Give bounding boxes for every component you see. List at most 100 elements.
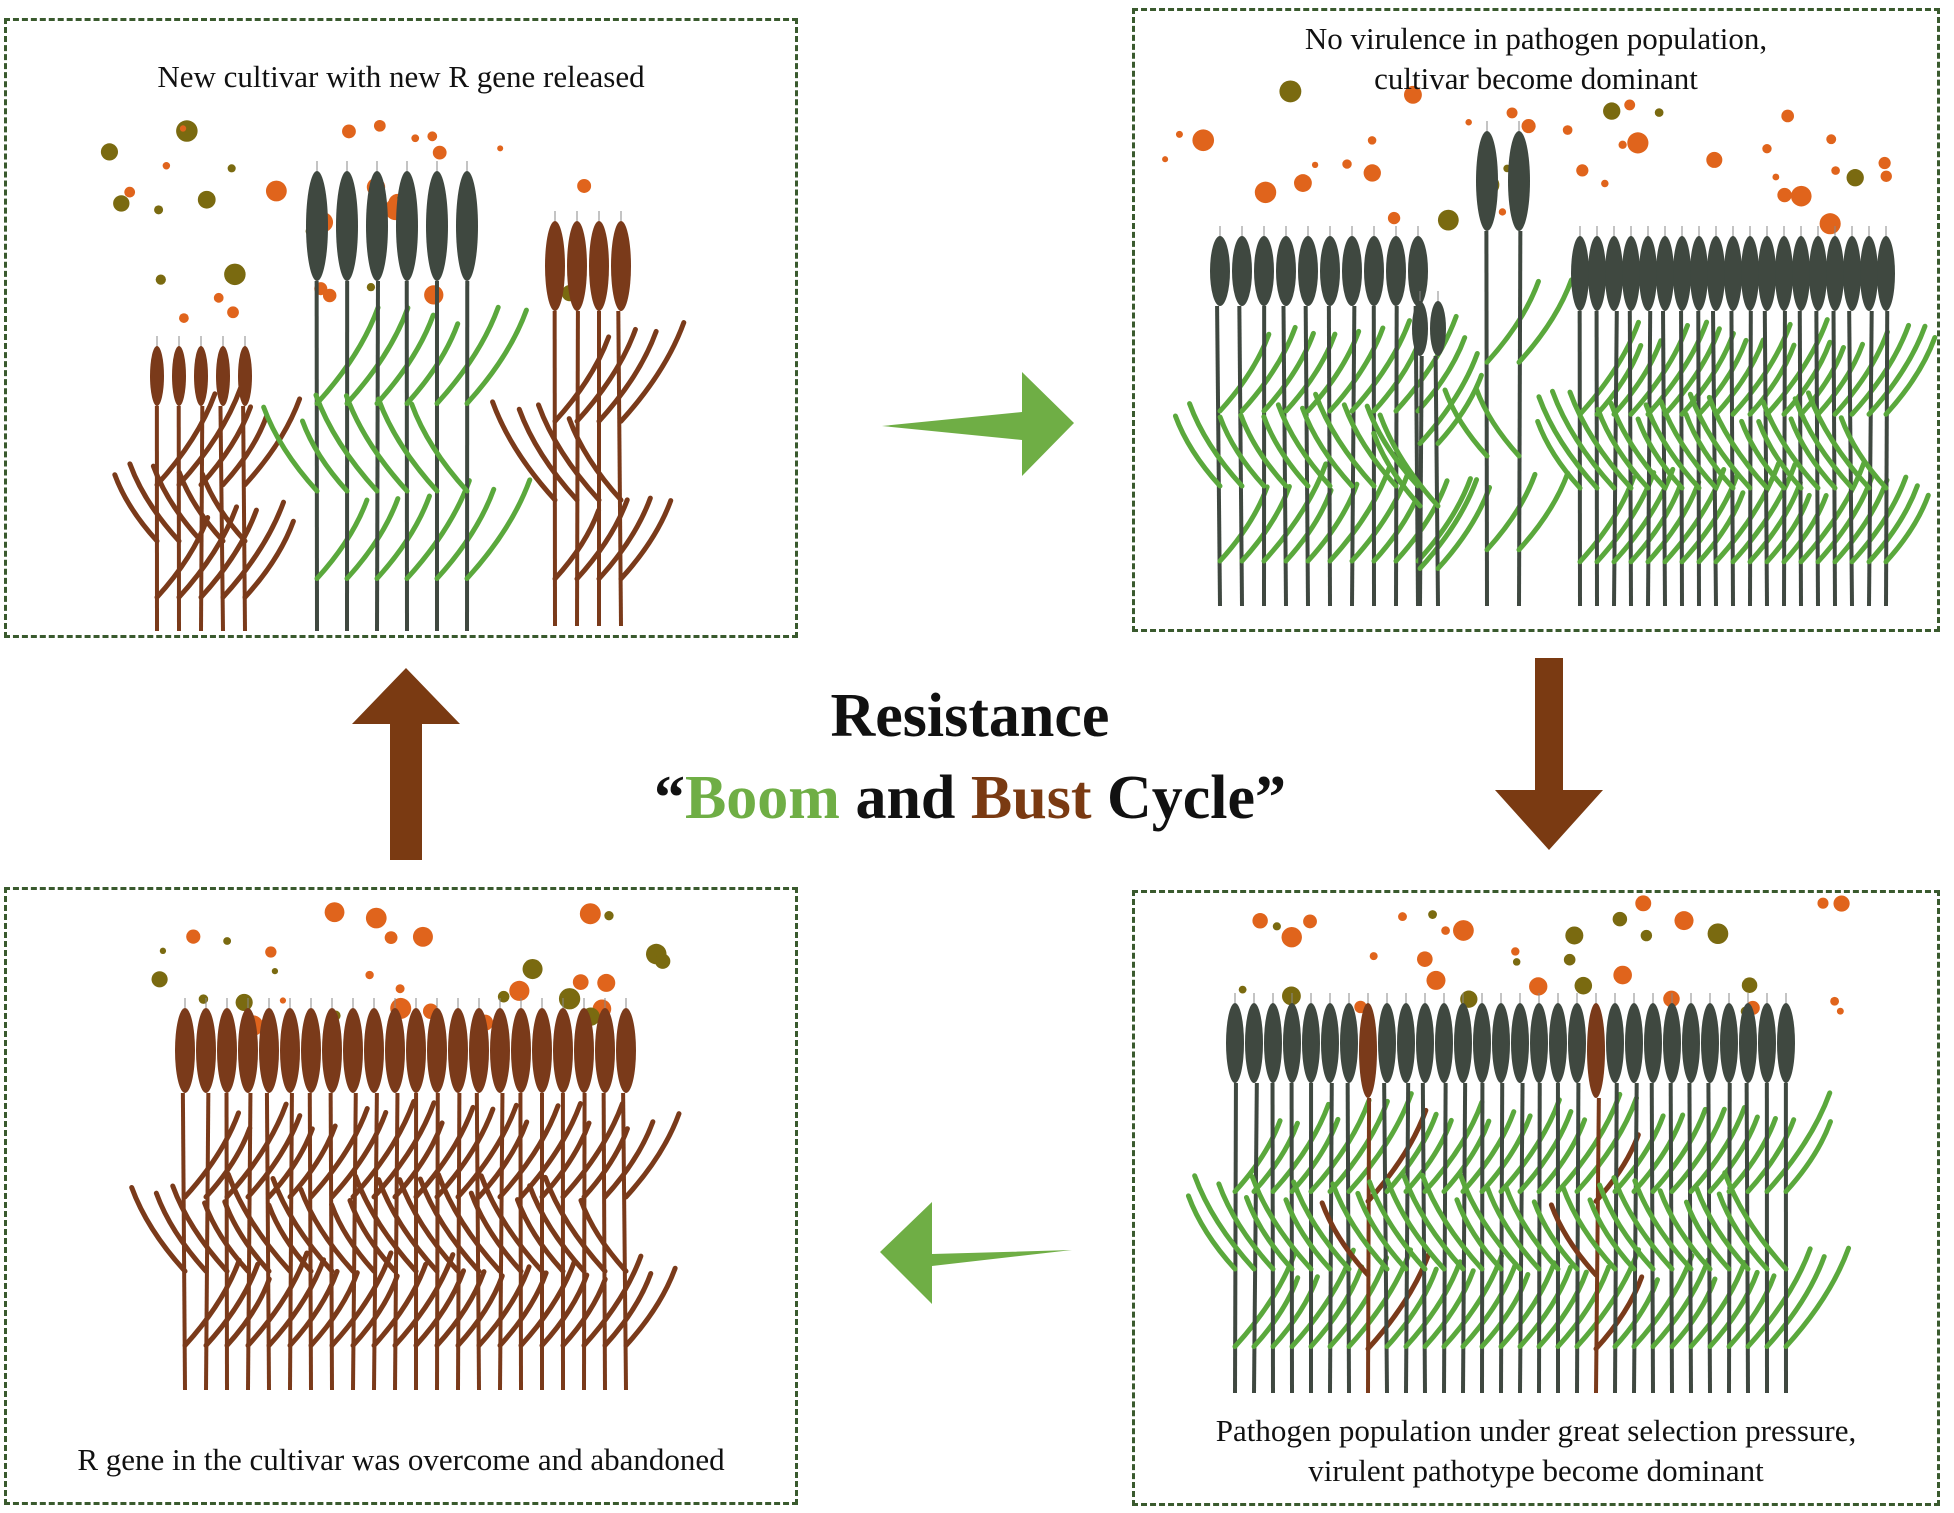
- wheat-stem: [1696, 310, 1701, 607]
- wheat-leaf: [1341, 402, 1399, 489]
- wheat-leaf: [1454, 1197, 1504, 1272]
- wheat-ear: [336, 171, 358, 281]
- wheat-leaf: [497, 1103, 561, 1200]
- pathogen-spore: [1878, 156, 1891, 170]
- pathogen-spore: [497, 145, 504, 152]
- pathogen-spore: [179, 313, 189, 323]
- wheat-stem: [1537, 1082, 1542, 1394]
- wheat-stem: [1612, 310, 1619, 607]
- pathogen-spore: [1498, 208, 1507, 216]
- wheat-leaf: [518, 1259, 577, 1348]
- wheat-stem: [1847, 310, 1854, 607]
- pathogen-spore: [265, 946, 277, 958]
- wheat-stem: [1413, 305, 1420, 607]
- wheat-stem: [1744, 1082, 1750, 1394]
- wheat-ear: [427, 1008, 447, 1093]
- wheat-leaf: [1422, 1099, 1485, 1194]
- wheat-leaf: [1503, 1184, 1561, 1272]
- pathogen-spore: [1613, 965, 1632, 985]
- wheat-leaf: [578, 1197, 629, 1274]
- wheat-leaf: [1608, 400, 1668, 491]
- wheat-ear: [448, 1008, 468, 1093]
- pathogen-spore: [1404, 85, 1422, 104]
- pathogen-spore: [1565, 926, 1584, 945]
- wheat-stem: [1420, 1082, 1427, 1394]
- pathogen-spore: [162, 162, 171, 170]
- wheat-leaf: [1747, 480, 1803, 565]
- wheat-ear: [172, 346, 186, 406]
- pathogen-spore: [1640, 929, 1653, 942]
- wheat-illustration-resistant: [1162, 80, 1938, 607]
- wheat-stem: [241, 405, 247, 632]
- wheat-ear: [567, 221, 587, 311]
- wheat-leaf: [1713, 337, 1766, 417]
- wheat-leaf: [154, 515, 211, 600]
- wheat-leaf: [478, 1173, 545, 1274]
- pathogen-spore: [1624, 99, 1636, 111]
- pathogen-spore: [1563, 953, 1576, 966]
- wheat-ear: [532, 1008, 552, 1093]
- pathogen-spore: [324, 902, 345, 923]
- wheat-stem: [616, 310, 623, 627]
- wheat-leaf: [203, 1125, 253, 1200]
- pathogen-spore: [1441, 926, 1450, 935]
- wheat-leaf: [376, 1177, 440, 1274]
- wheat-leaf: [1707, 1269, 1760, 1349]
- wheat-ear: [1707, 236, 1725, 311]
- wheat-leaf: [176, 504, 240, 600]
- wheat-ear: [150, 346, 164, 406]
- wheat-leaf: [560, 1101, 625, 1200]
- wheat-leaf: [1658, 398, 1719, 491]
- wheat-stem: [288, 1092, 294, 1391]
- wheat-leaf: [112, 472, 160, 544]
- wheat-ear: [1210, 236, 1230, 306]
- wheat-leaf: [1726, 1115, 1778, 1194]
- open-quote: “: [653, 764, 685, 832]
- wheat-leaf: [299, 418, 350, 494]
- wheat-leaf: [1788, 416, 1838, 491]
- wheat-ear: [1588, 236, 1606, 311]
- pathogen-spore: [1741, 977, 1758, 993]
- wheat-stem: [204, 1092, 211, 1391]
- wheat-stem: [1461, 1082, 1468, 1394]
- wheat-stem: [1649, 1082, 1655, 1394]
- wheat-ear: [1644, 1003, 1662, 1083]
- wheat-leaf: [1498, 1097, 1562, 1194]
- wheat-leaf: [464, 307, 529, 406]
- pathogen-spore: [597, 973, 616, 992]
- wheat-stem: [1831, 310, 1837, 607]
- wheat-ear: [1690, 236, 1708, 311]
- wheat-leaf: [1442, 387, 1490, 459]
- wheat-stem: [351, 1092, 358, 1391]
- wheat-leaf: [1217, 414, 1267, 489]
- pathogen-spore: [1254, 181, 1277, 204]
- wheat-stem: [1418, 355, 1424, 607]
- pathogen-spore: [322, 288, 337, 303]
- pathogen-spore: [1238, 985, 1247, 994]
- caption-new-cultivar: New cultivar with new R gene released: [157, 59, 645, 94]
- wheat-leaf: [1270, 1274, 1320, 1349]
- panel-virulent-pathotype: Pathogen population under great selectio…: [1132, 890, 1940, 1506]
- cycle-title-line1: Resistance: [830, 682, 1110, 750]
- wheat-leaf: [1696, 490, 1746, 565]
- caption-cultivar-dominant: No virulence in pathogen population, cul…: [1135, 19, 1937, 99]
- wheat-leaf: [1632, 1178, 1694, 1272]
- wheat-leaf: [623, 1265, 678, 1348]
- wheat-leaf: [435, 1171, 503, 1274]
- panel-gene-overcome: R gene in the cultivar was overcome and …: [4, 887, 798, 1505]
- wheat-leaf: [1261, 461, 1329, 564]
- wheat-leaf: [574, 497, 630, 582]
- wheat-ear: [490, 1008, 510, 1093]
- wheat-leaf: [329, 1202, 377, 1274]
- wheat-ear: [1378, 1003, 1396, 1083]
- wheat-leaf: [602, 1270, 654, 1348]
- wheat-leaf: [1403, 1117, 1454, 1194]
- wheat-leaf: [1832, 329, 1890, 417]
- wheat-stem: [1252, 1082, 1259, 1394]
- wheat-leaf: [1384, 1177, 1447, 1272]
- wheat-ear: [1622, 236, 1640, 311]
- pathogen-spore: [265, 180, 287, 202]
- wheat-ear: [1283, 1003, 1301, 1083]
- wheat-leaf: [1716, 1191, 1770, 1272]
- arrow-shape: [352, 668, 460, 860]
